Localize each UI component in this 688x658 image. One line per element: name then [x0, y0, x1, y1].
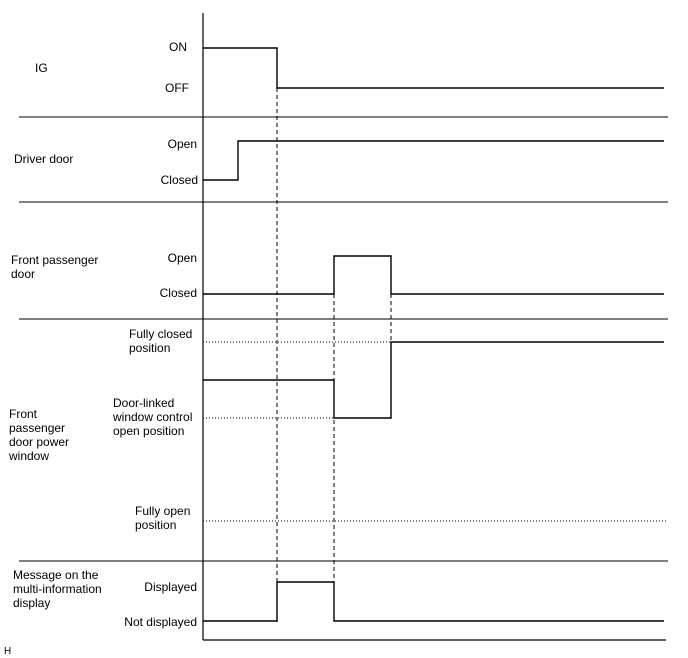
window-row-label-line: window	[8, 449, 49, 463]
ig-on-label: ON	[169, 40, 187, 54]
ig-row-label: IG	[35, 61, 48, 75]
driver-door-open-label: Open	[168, 137, 197, 151]
window-row-label-line: door power	[9, 435, 69, 449]
front-passenger-door-closed-label: Closed	[160, 286, 197, 300]
front-passenger-door-label-line: door	[11, 267, 35, 281]
door-linked-position-label: Door-linked window control open position	[112, 396, 196, 438]
window-row-label-line: Front	[9, 407, 38, 421]
driver-door-signal	[203, 140, 664, 181]
message-row-label-line: display	[13, 596, 50, 610]
front-passenger-door-row-label: Front passenger door	[11, 253, 102, 281]
message-row-label: Message on the multi-information display	[13, 568, 105, 610]
fully-closed-position-label: Fully closed position	[129, 327, 196, 355]
fully-open-position-label: Fully open position	[135, 504, 194, 532]
message-displayed-label: Displayed	[144, 580, 197, 594]
front-passenger-door-label-line: Front passenger	[11, 253, 98, 267]
window-row-label-line: passenger	[9, 421, 65, 435]
figure-code: H	[4, 646, 11, 657]
message-not-displayed-label: Not displayed	[124, 615, 197, 629]
front-passenger-door-open-label: Open	[168, 251, 197, 265]
driver-door-row-label: Driver door	[14, 152, 73, 166]
fully-open-label-line: Fully open	[135, 504, 190, 518]
ig-signal	[203, 47, 664, 89]
door-linked-label-line: Door-linked	[113, 396, 174, 410]
message-signal	[203, 581, 664, 622]
door-linked-label-line: window control	[112, 410, 192, 424]
ig-off-label: OFF	[165, 81, 189, 95]
fully-closed-label-line: Fully closed	[129, 327, 192, 341]
front-passenger-door-signal	[203, 255, 664, 295]
driver-door-closed-label: Closed	[161, 173, 198, 187]
window-row-label: Front passenger door power window	[8, 407, 72, 463]
fully-open-label-line: position	[135, 518, 176, 532]
message-row-label-line: Message on the	[13, 568, 99, 582]
door-linked-label-line: open position	[113, 424, 184, 438]
fully-closed-label-line: position	[129, 341, 170, 355]
message-row-label-line: multi-information	[13, 582, 102, 596]
window-position-signal	[203, 341, 664, 419]
